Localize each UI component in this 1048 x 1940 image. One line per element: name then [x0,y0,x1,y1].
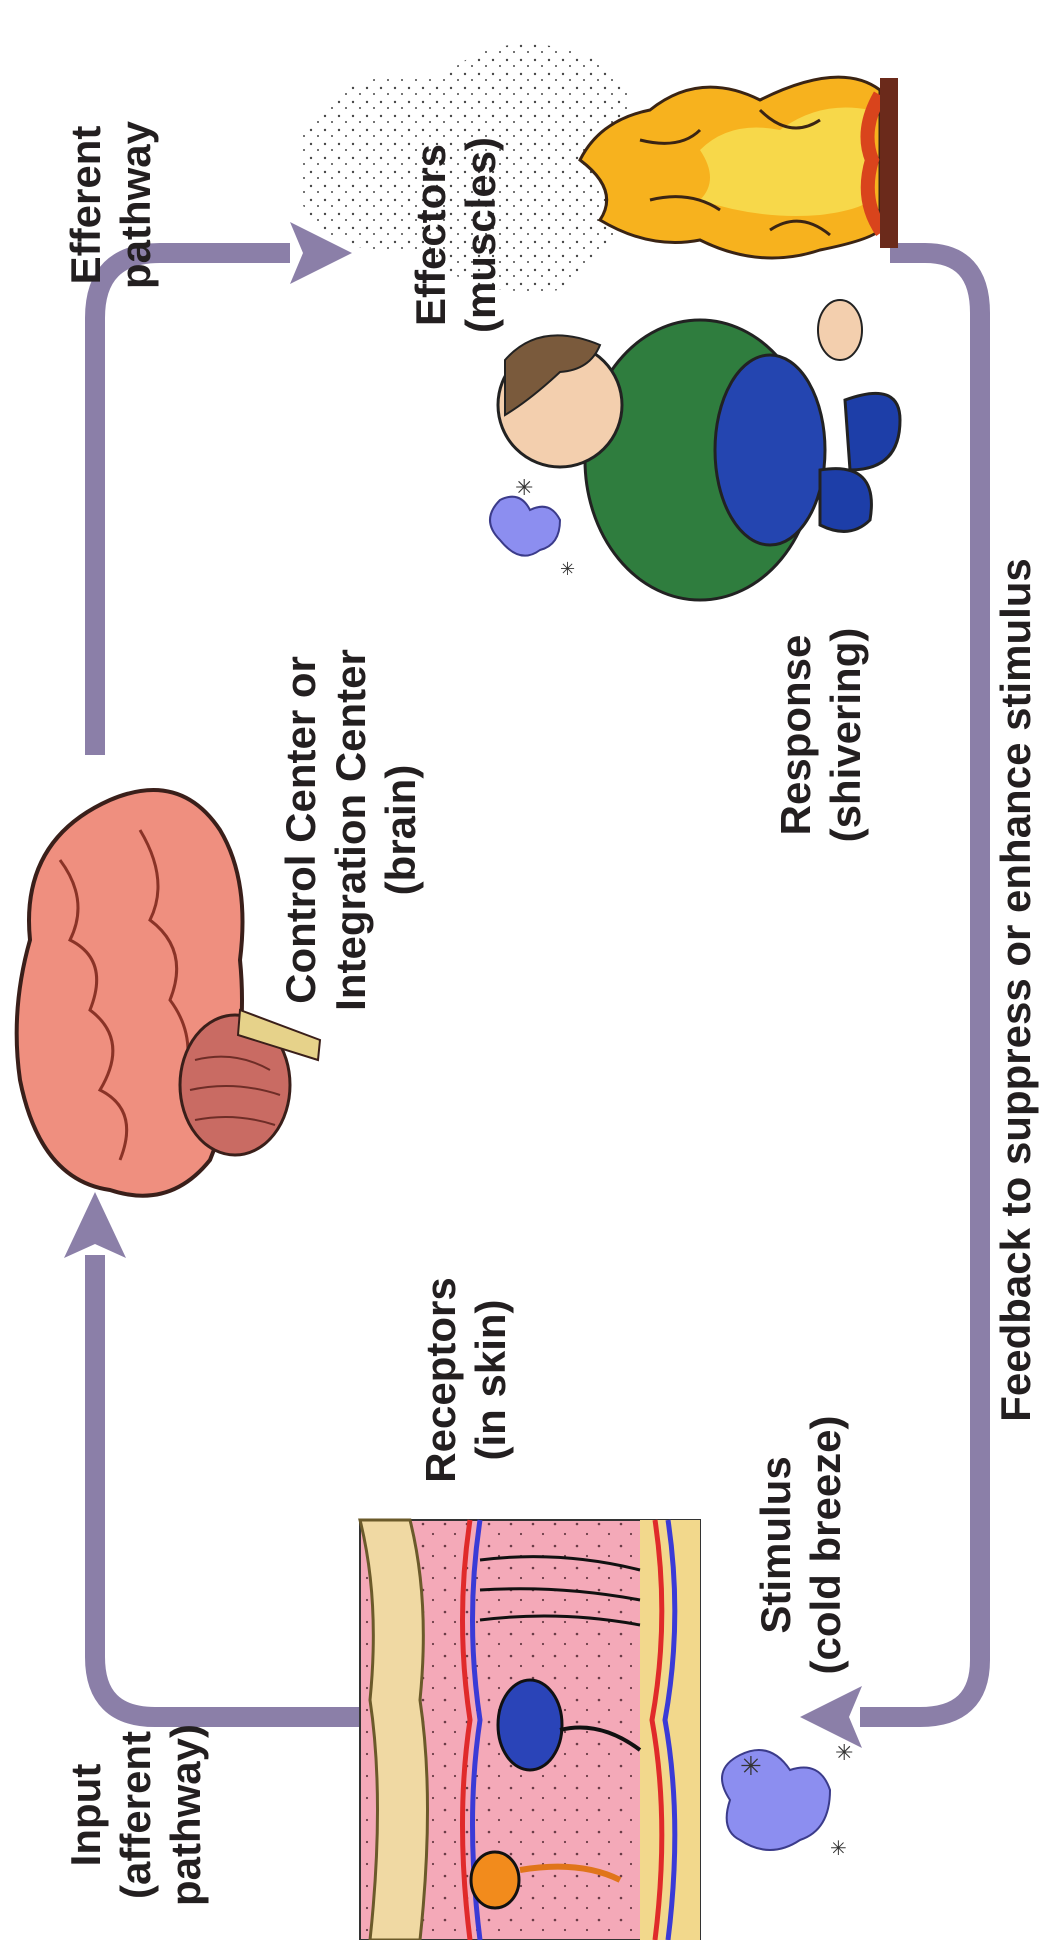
feedback-label: Feedback to suppress or enhance stimulus [992,558,1039,1422]
shivering-boy-illustration: ✳ ✳ [490,300,900,600]
boy-legs [715,355,825,545]
svg-text:✳: ✳ [560,559,575,579]
efferent-label-2: pathway [112,120,159,289]
svg-text:✳: ✳ [830,1838,847,1860]
brain-illustration [17,790,320,1196]
boy-hand [818,300,862,360]
input-label-2: (afferent [112,1731,159,1899]
stimulus-label: Stimulus [752,1456,799,1633]
receptor-bulb [471,1852,519,1908]
afferent-arrowhead [64,1192,126,1258]
svg-text:✳: ✳ [515,475,533,500]
svg-text:✳: ✳ [740,1751,762,1781]
feedback-arrowhead [800,1686,862,1748]
boy-shoe-2 [820,469,871,532]
cold-breeze-icon-small: ✳ ✳ [490,475,575,579]
effectors-label-2: (muscles) [457,137,504,333]
effectors-label: Effectors [407,144,454,326]
efferent-label: Efferent [62,126,109,285]
control-center-label-3: (brain) [377,765,424,896]
receptors-label-2: (in skin) [467,1299,514,1460]
efferent-arrow [95,253,290,755]
control-center-label-2: Integration Center [327,649,374,1011]
skin-cross-section [360,1520,700,1940]
response-label: Response [772,635,819,836]
boy-shoe-1 [845,393,900,470]
effectors-illustration [300,44,898,292]
svg-text:✳: ✳ [835,1740,853,1765]
subcutaneous [640,1520,700,1940]
control-center-label: Control Center or [277,656,324,1004]
input-label: Input [62,1764,109,1867]
receptors-label: Receptors [417,1277,464,1482]
input-label-3: pathway) [162,1724,209,1906]
receptor-corpuscle [498,1680,562,1770]
feedback-arrow [860,253,980,1717]
afferent-arrow [95,1255,362,1717]
cold-breeze-icon: ✳ ✳ ✳ [722,1740,853,1860]
stimulus-label-2: (cold breeze) [802,1415,849,1674]
response-label-2: (shivering) [822,628,869,843]
